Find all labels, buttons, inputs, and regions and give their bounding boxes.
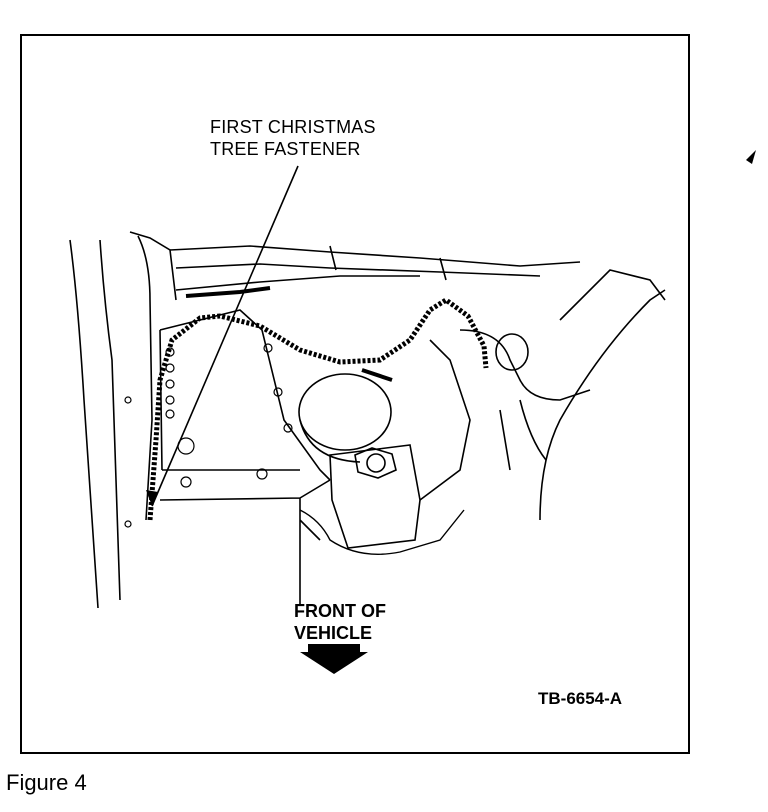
callout-line-1: FIRST CHRISTMAS [210, 117, 376, 137]
callout-arrowhead [146, 490, 158, 506]
harness-sheath [185, 286, 393, 382]
callout-leader [151, 165, 299, 507]
strut-cap [298, 373, 392, 451]
front-of-vehicle-label: FRONT OF VEHICLE [294, 600, 386, 644]
fender-inner [137, 235, 153, 521]
reservoir [329, 444, 421, 549]
callout-label: FIRST CHRISTMAS TREE FASTENER [210, 116, 376, 160]
figure-frame [20, 34, 690, 754]
bulkhead-right [539, 269, 666, 521]
callout-line-2: TREE FASTENER [210, 139, 361, 159]
front-line-1: FRONT OF [294, 601, 386, 621]
thin-wire [299, 509, 465, 555]
figure-caption: Figure 4 [6, 770, 87, 795]
front-arrow-icon [300, 644, 368, 674]
front-line-2: VEHICLE [294, 623, 373, 643]
stray-mark [746, 150, 756, 164]
wiring-harness [147, 296, 489, 521]
fender-outline [69, 231, 177, 609]
figure-code: TB-6654-A [538, 689, 623, 708]
cowl-panel [169, 245, 581, 277]
